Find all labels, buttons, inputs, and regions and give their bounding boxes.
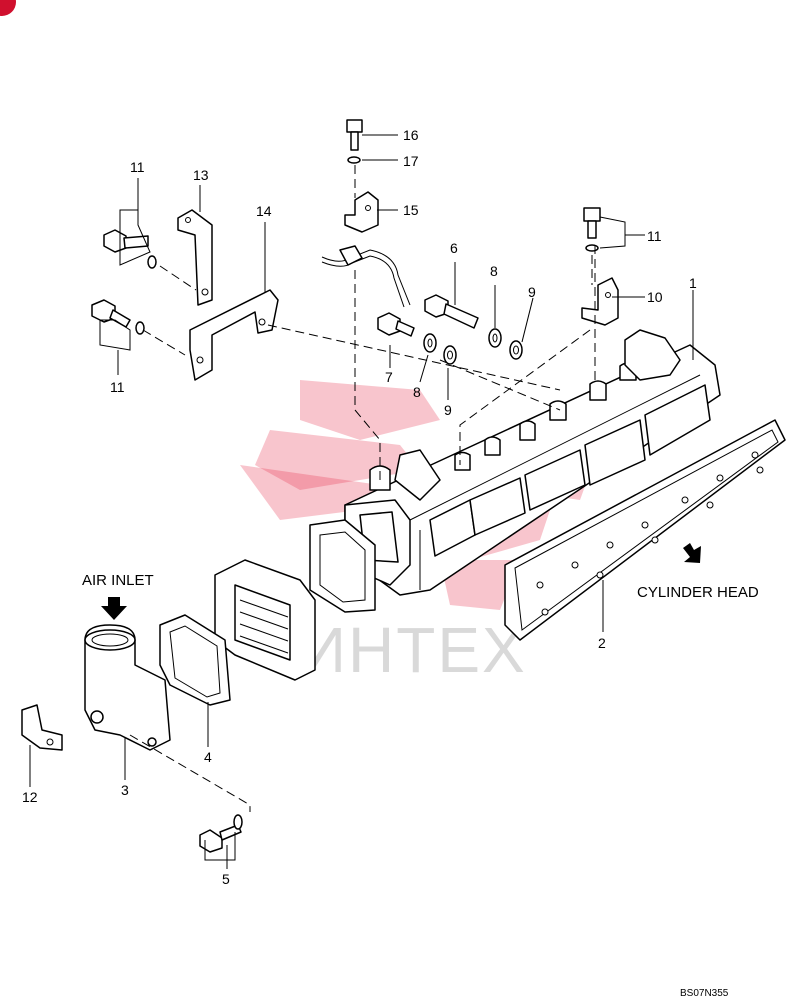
washer-8-right bbox=[488, 328, 502, 348]
bracket-14 bbox=[189, 289, 279, 381]
callout-5: 5 bbox=[222, 871, 230, 887]
callout-11-right: 11 bbox=[647, 228, 662, 244]
callout-8-right: 8 bbox=[490, 263, 498, 279]
callout-12: 12 bbox=[22, 789, 38, 805]
callout-13: 13 bbox=[193, 167, 209, 183]
washer-17 bbox=[347, 156, 361, 164]
callout-10: 10 bbox=[647, 289, 663, 305]
bolt-11-right bbox=[583, 207, 601, 252]
washer-9-left bbox=[443, 345, 457, 365]
bracket-10 bbox=[581, 277, 619, 326]
callout-14: 14 bbox=[256, 203, 272, 219]
callout-17: 17 bbox=[403, 153, 419, 169]
callout-11-lower: 11 bbox=[110, 379, 125, 395]
callout-4: 4 bbox=[204, 749, 212, 765]
washer-9-right bbox=[509, 340, 523, 360]
harness-clip bbox=[321, 245, 411, 308]
corner-mark bbox=[0, 0, 16, 16]
assembly-lines bbox=[129, 165, 596, 812]
callout-7: 7 bbox=[385, 369, 393, 385]
washer-8-left bbox=[423, 333, 437, 353]
bolt-6 bbox=[424, 294, 479, 329]
intake-heater bbox=[214, 559, 316, 681]
callout-11-upper: 11 bbox=[130, 159, 145, 175]
air-inlet-elbow bbox=[84, 624, 171, 751]
bolt-5 bbox=[199, 814, 243, 853]
manifold-gasket bbox=[504, 419, 786, 641]
bracket-15 bbox=[344, 191, 379, 233]
leader-lines bbox=[29, 134, 694, 869]
watermark-text: ИНТЕХ bbox=[300, 614, 527, 686]
air-inlet-label: AIR INLET bbox=[82, 572, 154, 589]
cylinder-head-arrow bbox=[683, 543, 701, 563]
bolt-11-lower bbox=[91, 299, 145, 335]
bolt-16 bbox=[346, 119, 363, 151]
bolt-7 bbox=[377, 312, 415, 337]
cylinder-head-label: CYLINDER HEAD bbox=[637, 584, 759, 601]
drawing-code: BS07N355 bbox=[680, 988, 729, 999]
heater-gasket bbox=[159, 614, 231, 706]
bracket-12 bbox=[21, 704, 63, 751]
callout-9-right: 9 bbox=[528, 284, 536, 300]
callout-16: 16 bbox=[403, 127, 419, 143]
callout-1: 1 bbox=[689, 275, 697, 291]
air-inlet-arrow bbox=[101, 597, 127, 620]
callout-2: 2 bbox=[598, 635, 606, 651]
bracket-13 bbox=[177, 209, 213, 306]
callout-9-left: 9 bbox=[444, 402, 452, 418]
callout-15: 15 bbox=[403, 202, 419, 218]
callout-8-left: 8 bbox=[413, 384, 421, 400]
inlet-flange-gasket bbox=[309, 519, 376, 613]
callout-3: 3 bbox=[121, 782, 129, 798]
callout-6: 6 bbox=[450, 240, 458, 256]
